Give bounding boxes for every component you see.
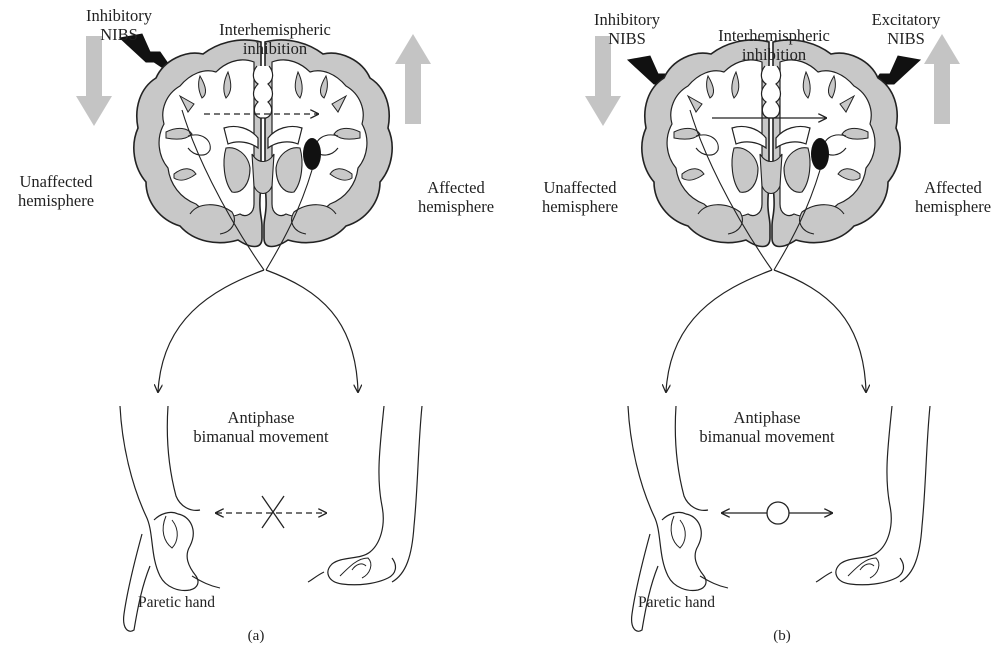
panel-b	[585, 34, 960, 631]
down-arrow-icon	[76, 36, 112, 126]
up-arrow-icon	[395, 34, 431, 124]
circle-marker-icon	[767, 502, 789, 524]
cross-marker-icon	[262, 496, 284, 528]
lesion-icon	[811, 138, 829, 170]
panel-caption: (b)	[762, 628, 802, 645]
brain-section	[642, 40, 900, 247]
panel-a	[76, 34, 431, 631]
down-arrow-icon	[585, 36, 621, 126]
paretic-hand-label: Paretic hand	[138, 594, 215, 612]
lesion-icon	[303, 138, 321, 170]
paretic-hand-label: Paretic hand	[638, 594, 715, 612]
panel-caption: (a)	[236, 628, 276, 645]
brain-section	[134, 40, 392, 247]
